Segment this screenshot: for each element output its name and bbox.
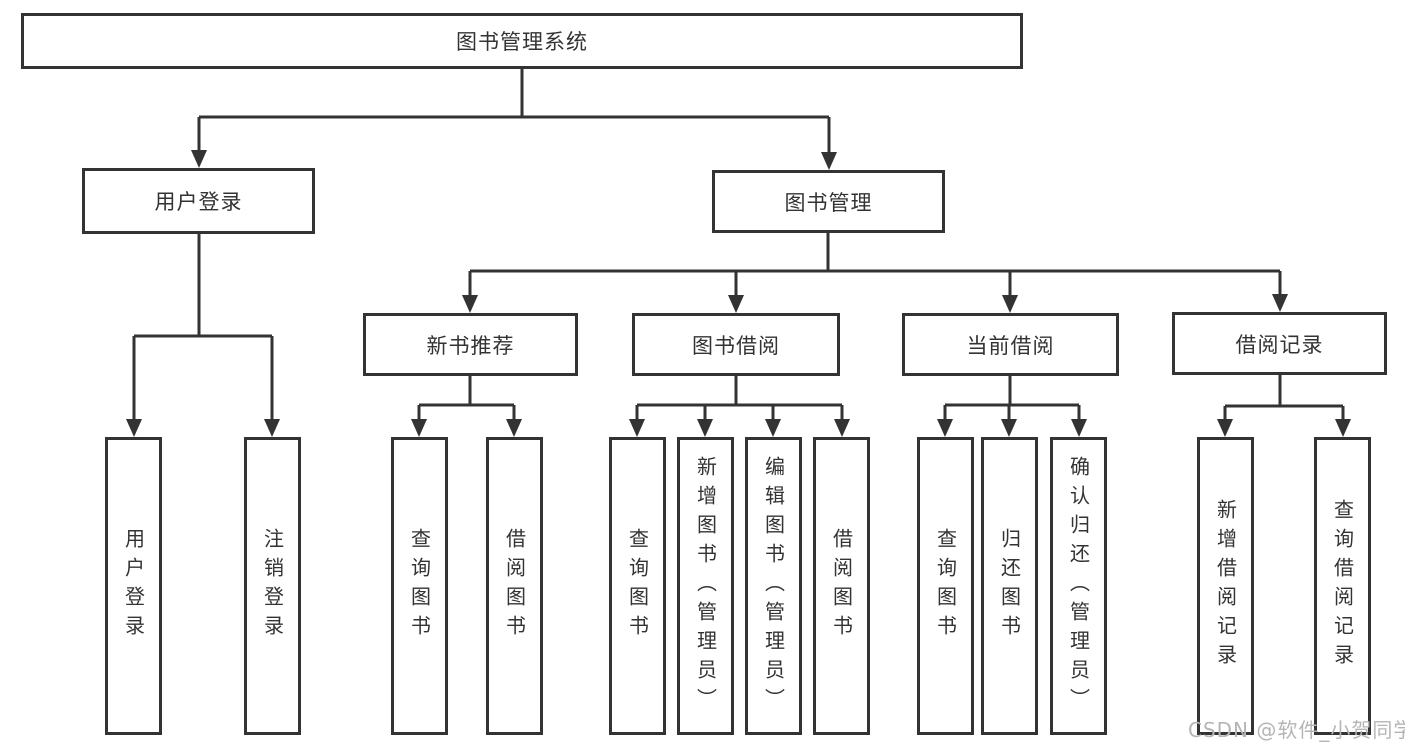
- leaf-borrow-query-books: 查询图书: [609, 437, 666, 735]
- leaf-current-query-books: 查询图书: [917, 437, 974, 735]
- leaf-current-return-books-label: 归还图书: [997, 528, 1022, 644]
- leaf-borrow-edit-books-label: 编辑图书（管理员）: [761, 455, 786, 717]
- leaf-user-login-label: 用户登录: [121, 528, 146, 644]
- leaf-borrow-edit-books: 编辑图书（管理员）: [745, 437, 802, 735]
- watermark: CSDN @软件_小贺同学: [1188, 718, 1405, 742]
- arrowheads: [126, 150, 1351, 437]
- node-new-book-recommend: 新书推荐: [363, 313, 578, 376]
- leaf-borrow-add-books-label: 新增图书（管理员）: [693, 455, 718, 717]
- leaf-recommend-query-books-label: 查询图书: [407, 528, 432, 644]
- node-user-login: 用户登录: [82, 168, 315, 234]
- leaf-recommend-borrow-books: 借阅图书: [486, 437, 543, 735]
- node-user-login-label: 用户登录: [154, 190, 243, 214]
- node-root: 图书管理系统: [21, 13, 1023, 69]
- node-book-borrow-label: 图书借阅: [692, 333, 780, 358]
- leaf-logout-login-label: 注销登录: [260, 528, 285, 644]
- leaf-user-login: 用户登录: [105, 437, 162, 735]
- node-borrow-records: 借阅记录: [1172, 312, 1387, 375]
- leaf-records-add-record-label: 新增借阅记录: [1213, 499, 1238, 673]
- node-borrow-records-label: 借阅记录: [1235, 332, 1324, 357]
- leaf-recommend-query-books: 查询图书: [391, 437, 448, 735]
- node-root-label: 图书管理系统: [456, 30, 588, 54]
- leaf-current-return-books: 归还图书: [981, 437, 1038, 735]
- leaf-current-confirm-return: 确认归还（管理员）: [1050, 437, 1107, 735]
- leaf-borrow-borrow-books: 借阅图书: [813, 437, 870, 735]
- node-book-management-label: 图书管理: [784, 190, 873, 215]
- leaf-recommend-borrow-books-label: 借阅图书: [502, 528, 527, 644]
- leaf-current-confirm-return-label: 确认归还（管理员）: [1066, 455, 1091, 717]
- leaf-current-query-books-label: 查询图书: [933, 528, 958, 644]
- leaf-records-query-record-label: 查询借阅记录: [1330, 499, 1355, 673]
- node-book-management: 图书管理: [712, 170, 945, 233]
- node-current-borrow-label: 当前借阅: [966, 333, 1055, 358]
- node-book-borrow: 图书借阅: [632, 313, 840, 376]
- leaf-logout-login: 注销登录: [244, 437, 301, 735]
- leaf-records-query-record: 查询借阅记录: [1314, 437, 1371, 735]
- leaf-borrow-borrow-books-label: 借阅图书: [829, 528, 854, 644]
- node-current-borrow: 当前借阅: [902, 313, 1119, 376]
- leaf-borrow-add-books: 新增图书（管理员）: [677, 437, 734, 735]
- leaf-records-add-record: 新增借阅记录: [1197, 437, 1254, 735]
- node-new-book-recommend-label: 新书推荐: [426, 333, 515, 358]
- leaf-borrow-query-books-label: 查询图书: [625, 528, 650, 644]
